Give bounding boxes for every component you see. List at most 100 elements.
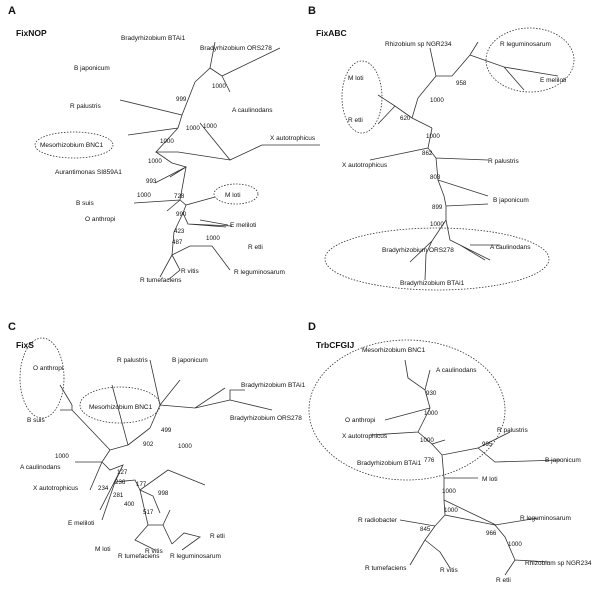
panel-b-oval-rleg-emel [485, 27, 575, 93]
taxon-label: M loti [348, 75, 364, 82]
panel-a-letter: A [8, 5, 16, 17]
taxon-label: A caulinodans [436, 367, 477, 374]
bootstrap-value: 1000 [212, 83, 226, 90]
panel-d-bootstrap: 930 1000 1000 995 776 1000 1000 845 966 … [420, 390, 522, 548]
bootstrap-value: 177 [136, 481, 147, 488]
bootstrap-value: 993 [146, 178, 157, 185]
panel-c-oval-oanthropi-bsuis [19, 337, 65, 419]
bootstrap-value: 995 [482, 441, 493, 448]
panel-a-branches [119, 41, 320, 281]
taxon-label: R tumefaciens [365, 565, 407, 572]
taxon-label: Bradyrhizobium ORS278 [382, 247, 454, 254]
panel-b-oval-mloti-retli [341, 60, 383, 134]
bootstrap-value: 803 [430, 174, 441, 181]
bootstrap-value: 1000 [430, 221, 444, 228]
taxon-label: E meliloti [540, 77, 566, 84]
panel-d-title: TrbCFGIJ [316, 340, 355, 350]
bootstrap-value: 127 [117, 469, 128, 476]
bootstrap-value: 1000 [444, 507, 458, 514]
bootstrap-value: 1000 [206, 235, 220, 242]
taxon-label: R etli [248, 244, 263, 251]
panel-a-ovals [34, 131, 259, 205]
taxon-label: R palustris [497, 427, 528, 434]
taxon-label: A caulinodans [20, 464, 61, 471]
bootstrap-value: 958 [456, 80, 467, 87]
taxon-label: R leguminosarum [520, 515, 571, 522]
panel-c-letter: C [8, 321, 16, 333]
taxon-label: B suis [76, 200, 94, 207]
panel-a: A FixNOP Bradyrhizobium BTAi1 Bradyrhizo… [8, 5, 320, 284]
bootstrap-value: 1000 [178, 443, 192, 450]
taxon-label: R leguminosarum [170, 553, 221, 560]
panel-b-title: FixABC [316, 28, 347, 38]
panel-c-oval-mesorhizobium [79, 386, 161, 424]
taxon-label: Bradyrhizobium BTAi1 [241, 382, 306, 389]
panel-c: C FixS O anthropi R palustris B japonicu… [8, 321, 306, 560]
taxon-label: Rhizobium sp NGR234 [525, 560, 592, 567]
bootstrap-value: 990 [176, 211, 187, 218]
bootstrap-value: 966 [486, 530, 497, 537]
panel-c-ovals [19, 337, 161, 424]
taxon-label: B japonicum [545, 457, 581, 464]
taxon-label: R vitis [181, 268, 199, 275]
taxon-label: M loti [482, 476, 498, 483]
bootstrap-value: 400 [124, 501, 135, 508]
bootstrap-value: 998 [158, 490, 169, 497]
panel-a-oval-mesorhizobium [34, 131, 114, 159]
taxon-label: R leguminosarum [500, 41, 551, 48]
panel-b-branches [369, 41, 559, 281]
bootstrap-value: 728 [174, 193, 185, 200]
taxon-label: R etli [496, 577, 511, 584]
panel-b: B FixABC Rhizobium sp NGR234 R leguminos… [308, 5, 575, 291]
panel-a-taxa: Bradyrhizobium BTAi1 Bradyrhizobium ORS2… [40, 35, 316, 284]
bootstrap-value: 902 [143, 441, 154, 448]
bootstrap-value: 620 [400, 115, 411, 122]
taxon-label: X autotrophicus [342, 433, 388, 440]
bootstrap-value: 1000 [55, 453, 69, 460]
taxon-label: Mesorhizobium BNC1 [362, 347, 426, 354]
bootstrap-value: 776 [424, 457, 435, 464]
panel-d-taxa: Mesorhizobium BNC1 A caulinodans O anthr… [342, 347, 592, 584]
taxon-label: B japonicum [493, 197, 529, 204]
taxon-label: R etli [210, 533, 225, 540]
bootstrap-value: 1000 [430, 97, 444, 104]
taxon-label: Mesorhizobium BNC1 [89, 404, 153, 411]
taxon-label: M loti [95, 546, 111, 553]
taxon-label: Bradyrhizobium ORS278 [200, 45, 272, 52]
taxon-label: R palustris [117, 357, 148, 364]
bootstrap-value: 845 [420, 526, 431, 533]
bootstrap-value: 999 [176, 96, 187, 103]
panel-d-branches [369, 359, 561, 576]
bootstrap-value: 1000 [442, 488, 456, 495]
taxon-label: Bradyrhizobium ORS278 [230, 415, 302, 422]
panel-a-oval-mloti [213, 183, 259, 205]
panel-d: D TrbCFGIJ Mesorhizobium BNC1 A caulinod… [308, 321, 592, 584]
bootstrap-value: 862 [422, 150, 433, 157]
bootstrap-value: 1000 [160, 138, 174, 145]
panel-a-bootstrap: 1000 999 1000 1000 1000 1000 993 728 100… [137, 83, 226, 246]
panel-b-bootstrap: 958 1000 620 1000 862 803 899 1000 [400, 80, 467, 228]
bootstrap-value: 1000 [137, 192, 151, 199]
taxon-label: R vitis [145, 548, 163, 555]
taxon-label: E meliloti [68, 520, 94, 527]
taxon-label: X autotrophicus [342, 162, 388, 169]
panel-c-branches [59, 359, 273, 551]
panel-d-ovals [308, 339, 506, 481]
taxon-label: Bradyrhizobium BTAi1 [357, 460, 422, 467]
taxon-label: Mesorhizobium BNC1 [40, 142, 104, 149]
taxon-label: A caulinodans [490, 244, 531, 251]
bootstrap-value: 487 [172, 239, 183, 246]
bootstrap-value: 1000 [420, 437, 434, 444]
taxon-label: Aurantimonas SI859A1 [55, 169, 122, 176]
bootstrap-value: 899 [432, 204, 443, 211]
taxon-label: R leguminosarum [234, 269, 285, 276]
taxon-label: Bradyrhizobium BTAi1 [121, 35, 186, 42]
taxon-label: B japonicum [74, 65, 110, 72]
panel-a-title: FixNOP [16, 28, 47, 38]
panel-b-taxa: Rhizobium sp NGR234 R leguminosarum E me… [342, 41, 566, 287]
taxon-label: R etli [348, 117, 363, 124]
bootstrap-value: 236 [115, 479, 126, 486]
bootstrap-value: 1000 [186, 125, 200, 132]
bootstrap-value: 1000 [426, 133, 440, 140]
